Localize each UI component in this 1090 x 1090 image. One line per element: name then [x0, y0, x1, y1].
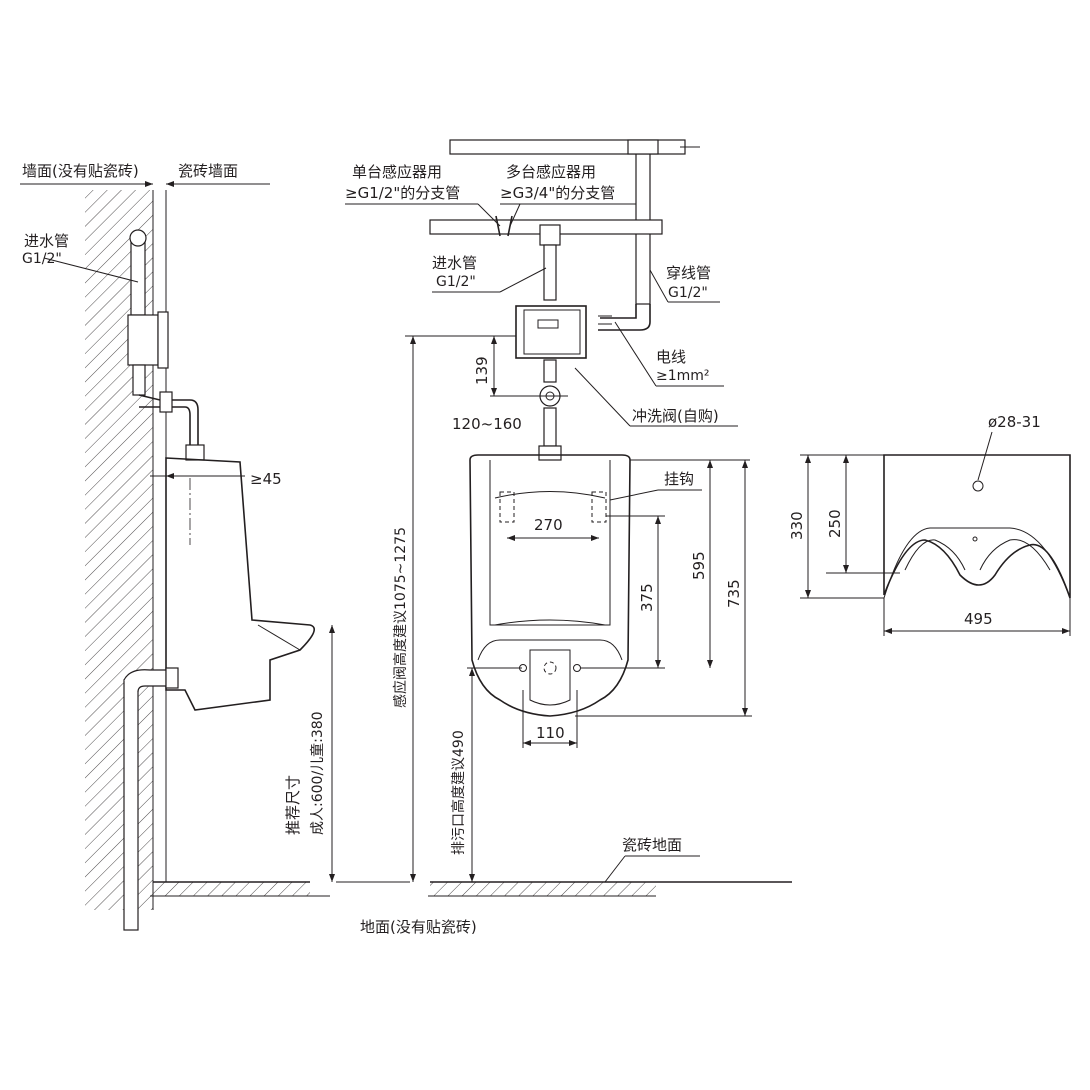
dim-110: 110 [536, 724, 565, 742]
side-view: 墙面(没有贴瓷砖) 瓷砖墙面 进水管 G1/2" ≥45 [20, 162, 477, 936]
dim-375: 375 [638, 583, 656, 612]
wire-label: 电线 [656, 348, 686, 366]
inlet-pipe-side-size: G1/2" [22, 251, 62, 267]
hook-right [591, 491, 607, 523]
drain-height-label: 排污口高度建议490 [450, 730, 467, 855]
front-view: 单台感应器用 ≥G1/2"的分支管 多台感应器用 ≥G3/4"的分支管 进水管 … [336, 139, 792, 897]
recommended-size-label: 推荐尺寸 [284, 775, 302, 835]
dim-495: 495 [964, 610, 993, 628]
adult-child-label: 成人:600/儿童:380 [309, 711, 326, 835]
spud-hole [972, 480, 984, 492]
wire-size: ≥1mm² [656, 368, 710, 384]
inlet-pipe-front [543, 244, 557, 301]
conduit-label: 穿线管 [666, 264, 711, 282]
top-view: ø28-31 330 250 495 [788, 413, 1071, 636]
multi-sensor-label: 多台感应器用 [506, 163, 596, 181]
floor-untiled-label: 地面(没有贴瓷砖) [360, 918, 477, 936]
flush-valve-label: 冲洗阀(自购) [632, 407, 719, 425]
conduit-size: G1/2" [668, 285, 708, 301]
single-sensor-pipe-label: ≥G1/2"的分支管 [345, 184, 460, 202]
tiled-floor-label: 瓷砖地面 [622, 836, 682, 854]
sensor-box [515, 305, 587, 359]
dim-120-160: 120~160 [452, 415, 522, 433]
dim-270: 270 [534, 516, 563, 534]
dim-735: 735 [725, 579, 743, 608]
inlet-pipe-front-label: 进水管 [432, 254, 477, 272]
dim-139: 139 [473, 356, 491, 385]
min-gap-label: ≥45 [250, 470, 282, 488]
dim-330: 330 [788, 511, 806, 540]
inlet-pipe-front-size: G1/2" [436, 274, 476, 290]
inlet-pipe-side-label: 进水管 [24, 232, 69, 250]
spud-side [185, 444, 205, 461]
single-sensor-label: 单台感应器用 [352, 163, 442, 181]
dim-595: 595 [690, 551, 708, 580]
hook-label: 挂钩 [664, 470, 694, 488]
multi-sensor-pipe-label: ≥G3/4"的分支管 [500, 184, 615, 202]
hole-dim-label: ø28-31 [988, 413, 1041, 431]
wall-tiled-label: 瓷砖墙面 [178, 162, 238, 180]
hook-left [499, 491, 515, 523]
urinal-side-body [165, 457, 316, 711]
wall-untiled-label: 墙面(没有贴瓷砖) [22, 162, 139, 180]
drain-pipe-side [123, 679, 139, 931]
valve-height-label: 感应阀高度建议1075~1275 [392, 527, 409, 708]
valve-box-side [127, 314, 159, 366]
sensor-window [537, 319, 559, 329]
drain-outlet [529, 649, 571, 706]
dim-250: 250 [826, 509, 844, 538]
urinal-front-body [469, 454, 631, 717]
inlet-pipe-side [130, 234, 146, 316]
spud-front [538, 445, 562, 461]
urinal-top-outline [883, 454, 1071, 599]
